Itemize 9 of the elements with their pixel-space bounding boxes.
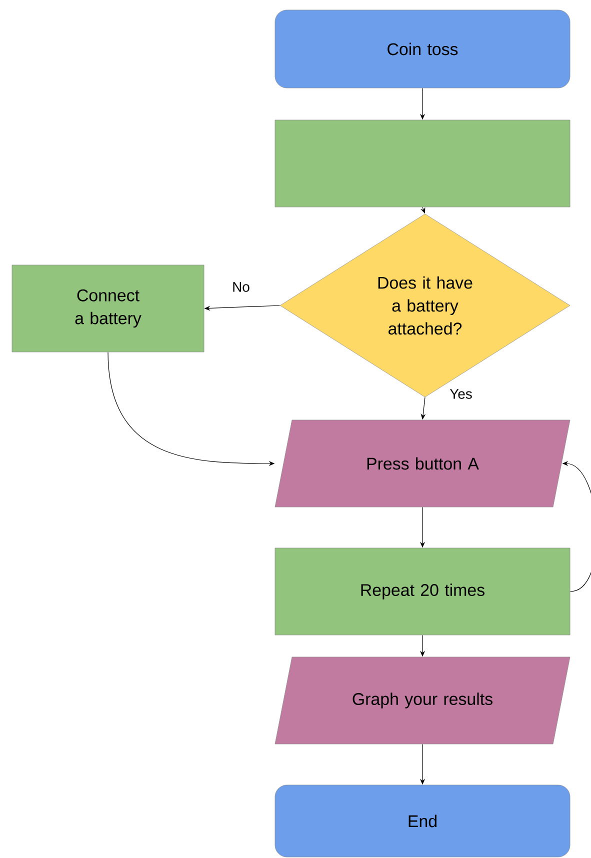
- process-box: Repeat 20 times: [274, 548, 570, 636]
- terminal-box: End: [274, 784, 570, 858]
- process-box: Connect a battery: [12, 264, 204, 352]
- process-box: [274, 120, 570, 208]
- input-output-parallelogram: Graph your results: [274, 656, 570, 744]
- edge-label: No: [233, 282, 250, 292]
- edge-label: Yes: [450, 389, 472, 399]
- input-output-parallelogram: Press button A: [274, 420, 570, 508]
- terminal-box: Coin toss: [274, 10, 570, 88]
